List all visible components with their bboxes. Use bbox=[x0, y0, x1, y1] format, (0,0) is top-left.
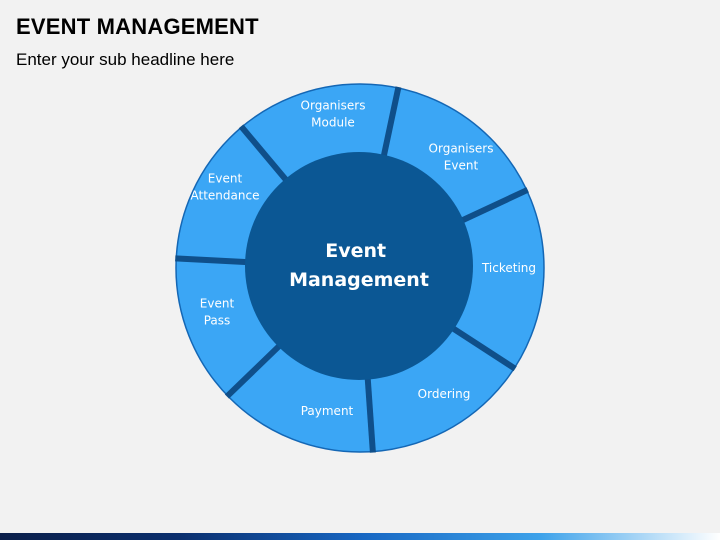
footer-accent-bar bbox=[0, 533, 720, 540]
segment-divider bbox=[175, 255, 253, 266]
segment-dividers bbox=[175, 86, 529, 453]
segment-label-line: Event bbox=[208, 172, 243, 186]
segment-label-line: Pass bbox=[204, 314, 231, 328]
segment-divider bbox=[364, 375, 376, 453]
segment-label-line: Organisers bbox=[301, 99, 366, 113]
center-label: Event Management bbox=[289, 240, 429, 291]
segment-divider bbox=[448, 324, 517, 372]
segment-label-line: Attendance bbox=[191, 189, 260, 203]
segment-label-line: Organisers bbox=[429, 142, 494, 156]
segment-divider bbox=[379, 86, 402, 163]
segment-label: Payment bbox=[301, 404, 354, 418]
segment-label-line: Ticketing bbox=[481, 261, 536, 275]
segment-label: Ordering bbox=[418, 387, 471, 401]
center-label-line-1: Event bbox=[325, 240, 386, 262]
center-label-line-2: Management bbox=[289, 269, 429, 291]
segment-label-line: Module bbox=[311, 116, 355, 130]
center-circle bbox=[245, 152, 473, 380]
segment-label-line: Event bbox=[444, 159, 479, 173]
segment-label-line: Ordering bbox=[418, 387, 471, 401]
segment-label-line: Payment bbox=[301, 404, 354, 418]
segment-divider bbox=[456, 187, 529, 226]
page-title: EVENT MANAGEMENT bbox=[16, 14, 259, 39]
segment-label-line: Event bbox=[200, 297, 235, 311]
segment-divider bbox=[238, 124, 293, 188]
page-subtitle: Enter your sub headline here bbox=[16, 50, 235, 69]
segment-label: Ticketing bbox=[481, 261, 536, 275]
segment-divider bbox=[224, 340, 285, 399]
